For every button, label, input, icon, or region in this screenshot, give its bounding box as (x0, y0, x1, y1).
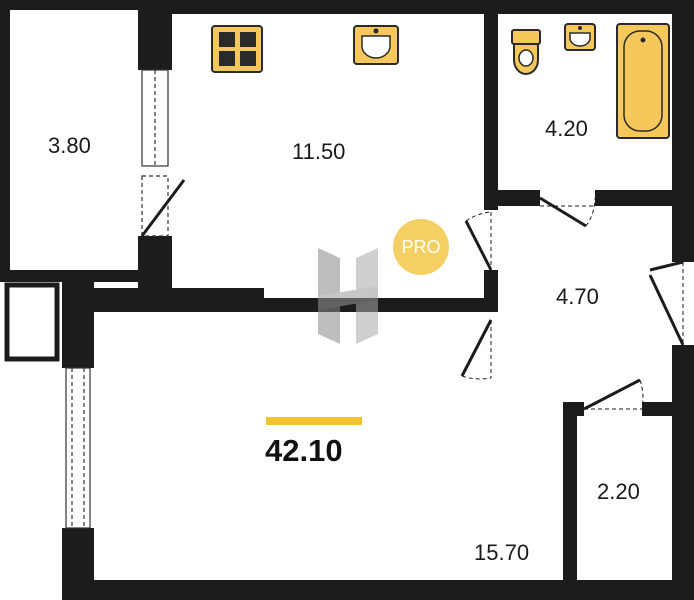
stove-icon (211, 25, 263, 73)
room-area-kitchen: 11.50 (292, 139, 346, 164)
windows (65, 69, 169, 529)
room-area-storage: 2.20 (597, 479, 640, 504)
kitchen-sink-icon (353, 25, 399, 65)
room-area-bathroom: 4.20 (545, 116, 588, 141)
room-area-living-room: 15.70 (474, 540, 530, 565)
outdoor-unit-box (4, 282, 60, 362)
toilet-icon (511, 29, 541, 75)
doors (140, 175, 685, 411)
total-area-accent-bar (266, 417, 362, 425)
room-area-balcony: 3.80 (48, 133, 91, 158)
bathtub-icon (616, 23, 670, 139)
total-area: 42.10 (265, 433, 343, 468)
watermark-logo-icon (318, 248, 378, 344)
room-area-hallway: 4.70 (556, 284, 599, 309)
pro-badge: PRO (393, 219, 449, 275)
washbasin-icon (564, 23, 596, 51)
